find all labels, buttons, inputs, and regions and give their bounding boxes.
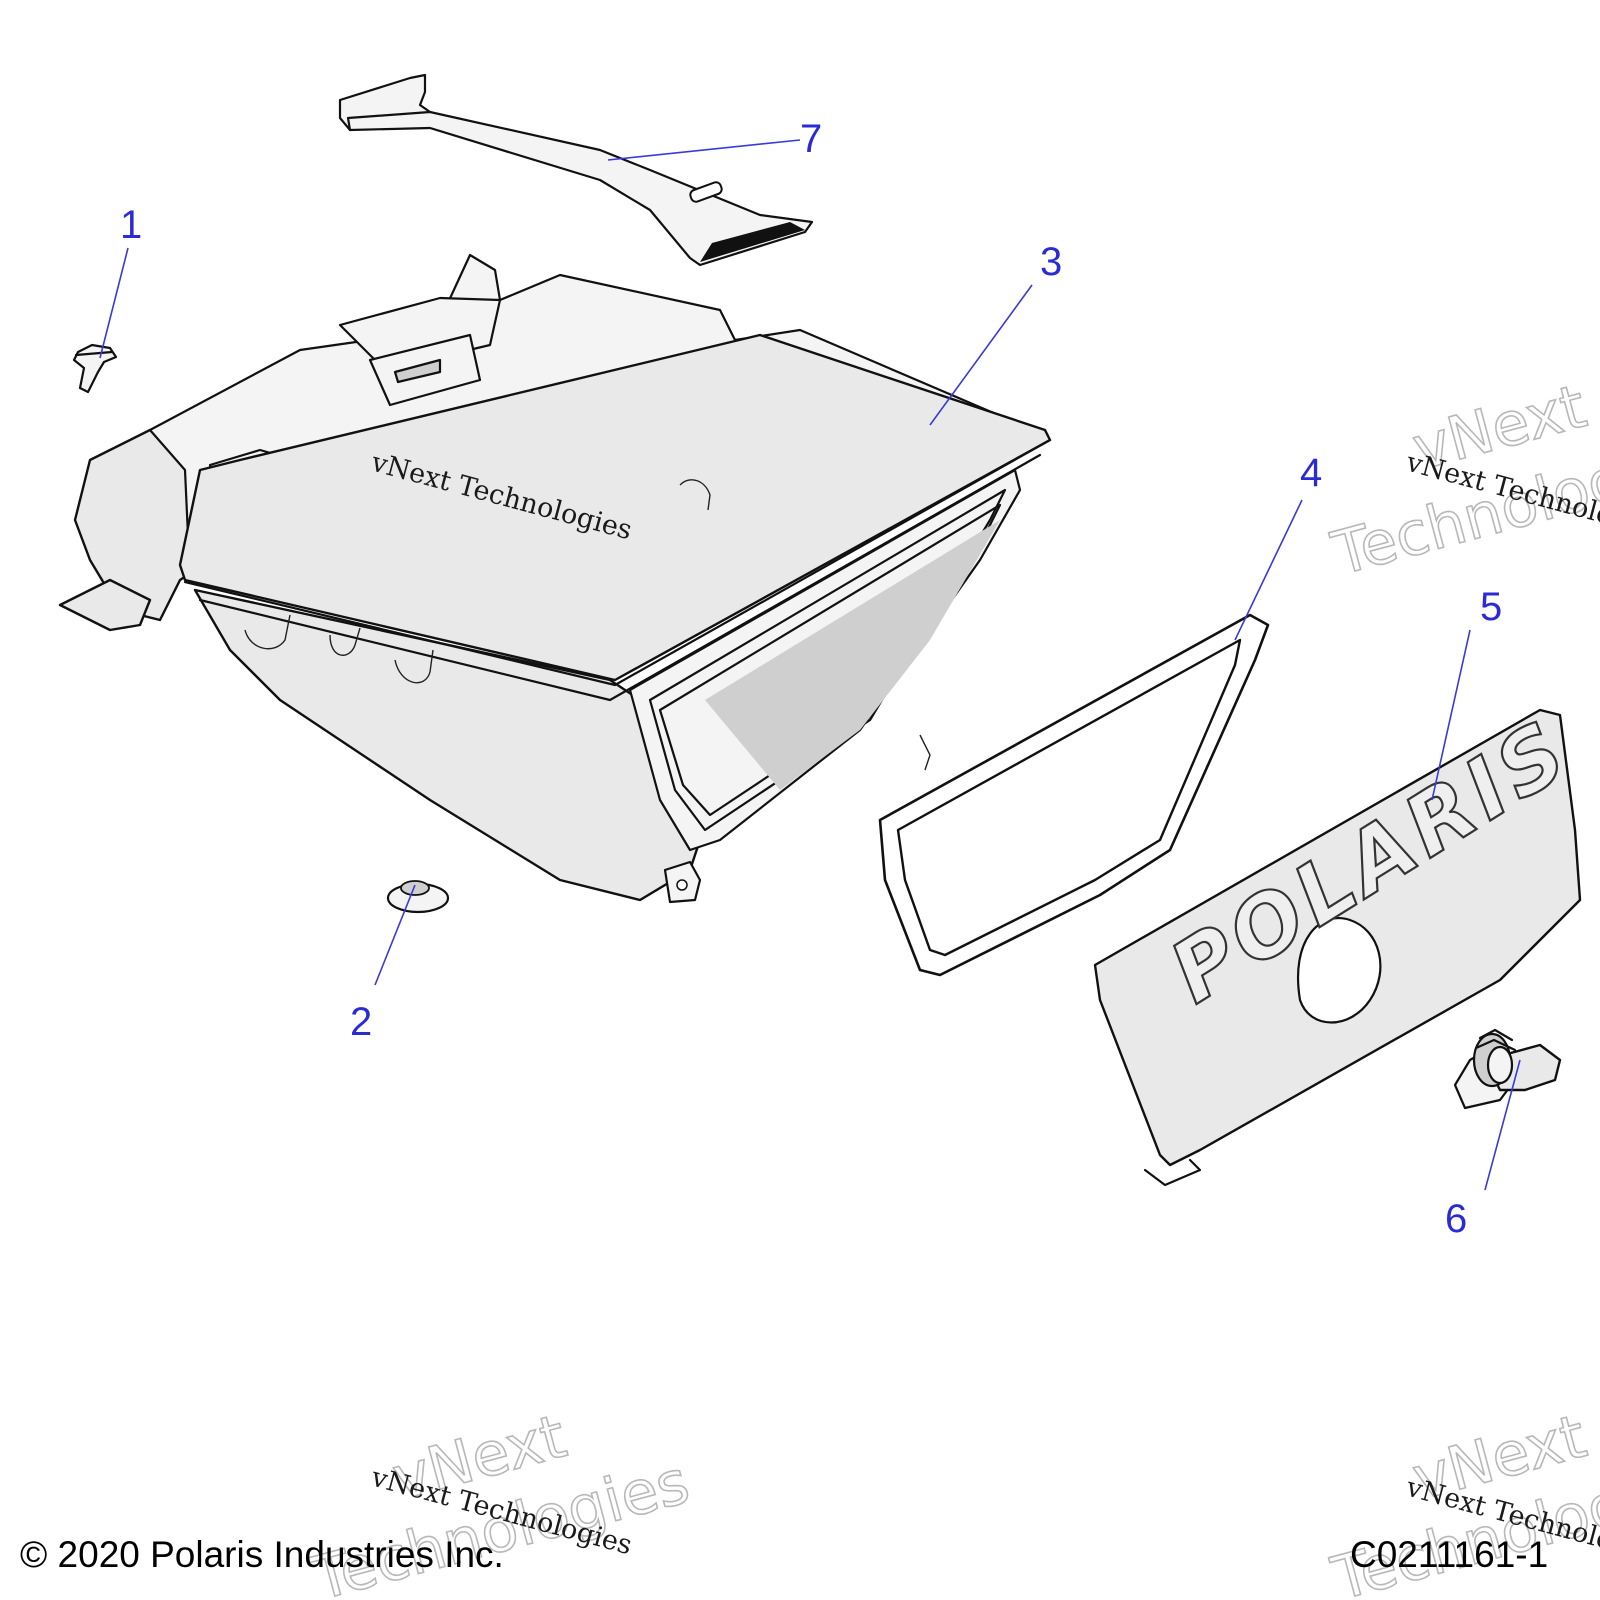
copyright-text: © 2020 Polaris Industries Inc. (20, 1534, 504, 1575)
callout-6: 6 (1445, 1197, 1467, 1241)
callout-7: 7 (800, 117, 822, 161)
callout-3: 3 (1040, 240, 1062, 284)
callout-2: 2 (350, 1000, 372, 1044)
part-4-seal (878, 613, 1270, 977)
leader-7 (607, 139, 801, 161)
part-7-strap (338, 73, 814, 267)
callout-4: 4 (1300, 451, 1322, 495)
callout-5: 5 (1480, 585, 1502, 629)
part-2-grommet (386, 880, 450, 914)
part-5-cover: POLARIS (1093, 699, 1588, 1187)
leader-5 (1431, 629, 1471, 801)
part-3-storage-box (58, 253, 1052, 904)
callouts: 1 2 3 4 5 6 7 (120, 117, 1502, 1241)
leader-2 (374, 884, 416, 986)
leader-6 (1484, 1059, 1521, 1191)
diagram-code: C0211161-1 (1350, 1534, 1549, 1575)
callout-1: 1 (120, 203, 142, 247)
leader-3 (929, 284, 1033, 426)
part-1-push-pin (72, 343, 118, 394)
leader-lines (99, 139, 1521, 1191)
part-6-latch (1453, 1028, 1562, 1110)
leader-4 (1234, 499, 1303, 641)
leader-1 (99, 247, 129, 359)
